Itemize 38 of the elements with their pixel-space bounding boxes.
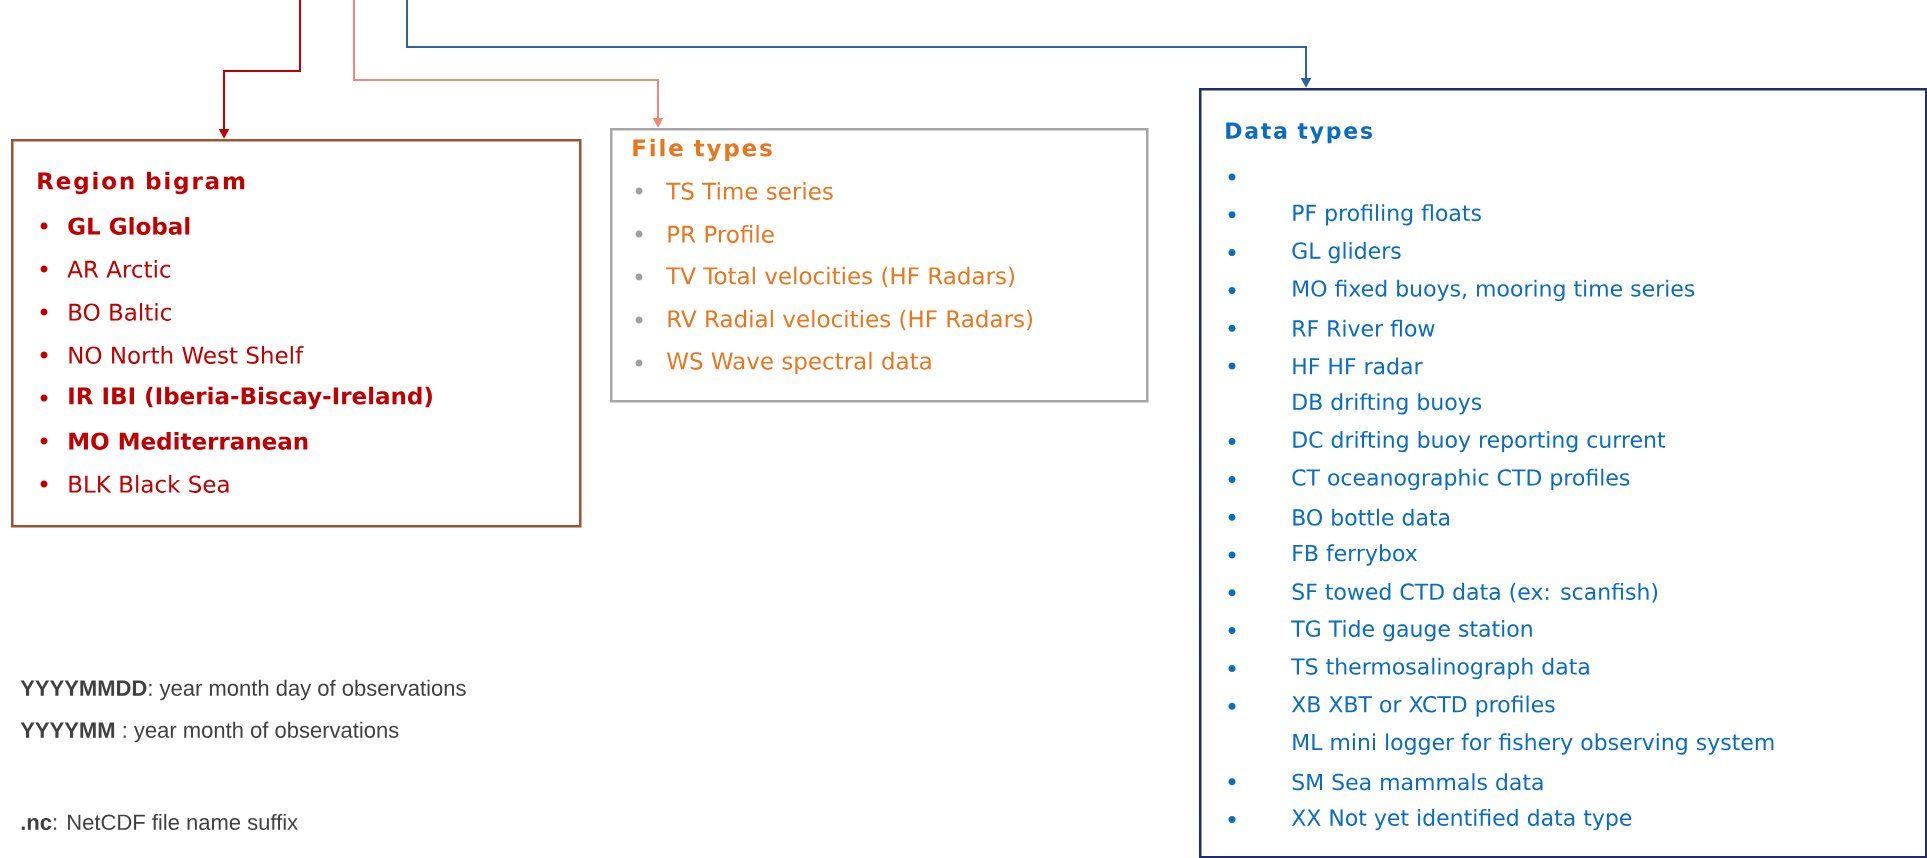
list-item: FB ferrybox <box>1293 544 1417 566</box>
list-box <box>610 128 1149 403</box>
list-box <box>1199 88 1927 858</box>
list-item: BO Baltic <box>69 303 171 321</box>
list-item: DC drifting buoy reporting current <box>1293 430 1666 453</box>
list-item: TV Total velocities (HF Radars) <box>666 266 1014 288</box>
list-item: DB drifting buoys <box>1293 393 1482 415</box>
list-item: RF River flow <box>1293 319 1435 337</box>
list-item: GL gliders <box>1292 241 1401 264</box>
list-heading: Region bigram <box>38 171 245 195</box>
list-item: AR Arctic <box>67 260 171 278</box>
list-item: GL Global <box>68 217 190 235</box>
list-item: TS thermosalinograph data <box>1291 657 1589 680</box>
list-item: SM Sea mammals data <box>1292 773 1543 791</box>
list-item: TG Tide gauge station <box>1291 619 1532 642</box>
note-text: YYYYMM : year month of observations <box>20 721 399 743</box>
note-text: .nc: NetCDF file name suffix <box>21 813 298 831</box>
list-item: WS Wave spectral data <box>667 351 931 375</box>
list-item: SF towed CTD data (ex: scanfish) <box>1292 582 1658 603</box>
list-item: TS Time series <box>666 182 833 200</box>
list-item: CT oceanographic CTD profiles <box>1292 468 1630 491</box>
list-box <box>11 139 582 528</box>
list-item: PR Profile <box>668 225 774 243</box>
list-item: RV Radial velocities (HF Radars) <box>668 309 1032 331</box>
list-item: BO bottle data <box>1293 508 1450 526</box>
list-item: IR IBI (Iberia-Biscay-Ireland) <box>69 386 432 410</box>
list-item: MO fixed buoys, mooring time series <box>1293 279 1695 302</box>
list-item: XB XBT or XCTD profiles <box>1291 695 1555 717</box>
list-item: PF profiling floats <box>1293 204 1481 226</box>
list-item: MO Mediterranean <box>69 432 308 450</box>
note-text: YYYYMMDD: year month day of observations <box>20 679 466 701</box>
list-heading: Data types <box>1226 122 1372 144</box>
list-item: BLK Black Sea <box>69 475 229 493</box>
list-item: NO North West Shelf <box>69 346 304 364</box>
list-item: ML mini logger for fishery observing system <box>1293 733 1774 755</box>
list-item: HF HF radar <box>1293 357 1423 375</box>
list-heading: File types <box>633 138 772 162</box>
list-item: XX Not yet identified data type <box>1291 808 1632 831</box>
